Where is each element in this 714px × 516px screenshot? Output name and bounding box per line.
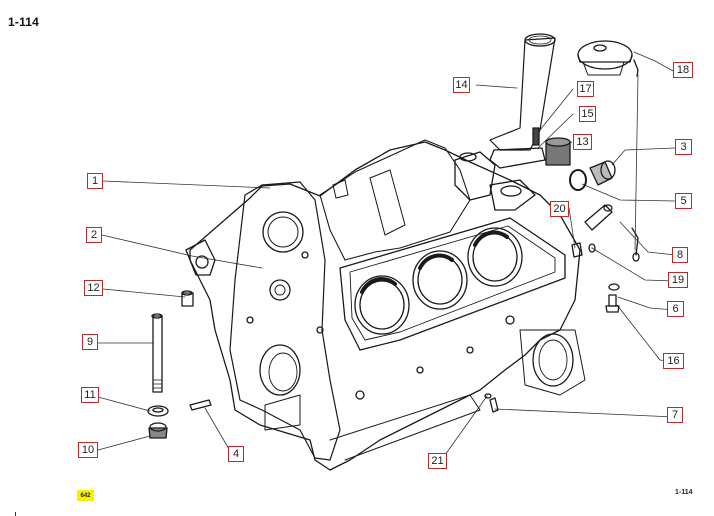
callout-12[interactable]: 12 <box>84 280 103 296</box>
callout-1[interactable]: 1 <box>87 173 103 189</box>
callout-14[interactable]: 14 <box>453 77 470 93</box>
callout-17[interactable]: 17 <box>577 81 594 97</box>
callout-13[interactable]: 13 <box>573 134 592 150</box>
callout-19[interactable]: 19 <box>668 272 688 288</box>
callout-6[interactable]: 6 <box>667 301 684 317</box>
callout-11[interactable]: 11 <box>81 387 99 403</box>
callout-8[interactable]: 8 <box>672 247 688 263</box>
parts <box>147 33 640 439</box>
callout-10[interactable]: 10 <box>78 442 98 458</box>
engine-block <box>185 139 586 471</box>
callout-4[interactable]: 4 <box>228 446 244 462</box>
callout-7[interactable]: 7 <box>667 407 683 423</box>
callout-20[interactable]: 20 <box>550 201 569 217</box>
callout-2[interactable]: 2 <box>86 227 102 243</box>
callout-5[interactable]: 5 <box>675 193 692 209</box>
callout-16[interactable]: 16 <box>663 353 684 369</box>
page-number-badge: 642 <box>77 490 94 501</box>
callout-9[interactable]: 9 <box>82 334 98 350</box>
margin-tick <box>15 512 16 516</box>
callout-15[interactable]: 15 <box>579 106 596 122</box>
callout-3[interactable]: 3 <box>675 139 692 155</box>
callout-18[interactable]: 18 <box>673 62 693 78</box>
footer-id: 1-114 <box>675 489 693 496</box>
callout-21[interactable]: 21 <box>428 453 447 469</box>
page-id: 1-114 <box>8 15 40 29</box>
